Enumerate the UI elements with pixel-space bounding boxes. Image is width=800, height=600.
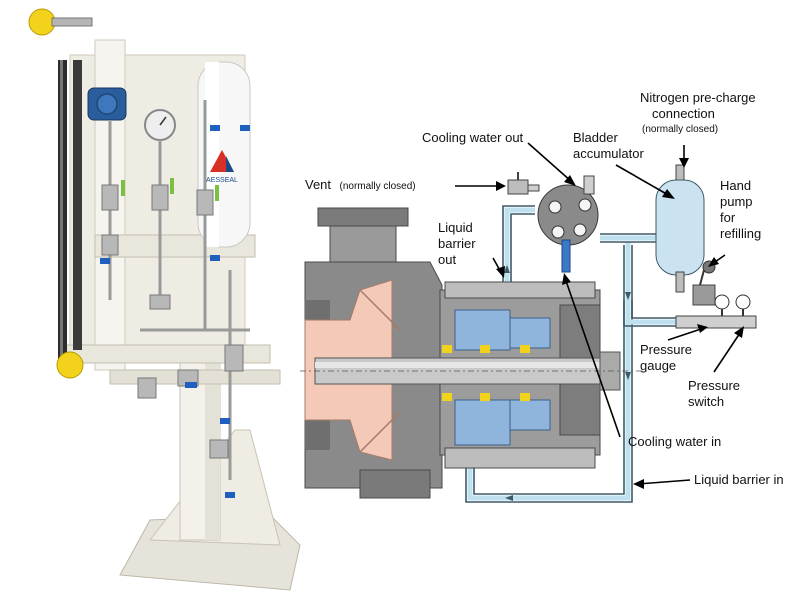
seal-faces xyxy=(442,345,530,401)
callout-arrows xyxy=(455,142,744,489)
label-pressure-gauge-line2: gauge xyxy=(640,358,676,373)
photo-valves xyxy=(101,184,244,459)
label-hand-pump-line4: refilling xyxy=(720,226,761,241)
label-vent-note: (normally closed) xyxy=(339,181,415,192)
flow-direction-arrows xyxy=(504,265,631,501)
photo-blue-valve-handles xyxy=(100,125,250,498)
label-pressure-switch-line1: Pressure xyxy=(688,378,740,393)
label-hand-pump-line1: Hand xyxy=(720,178,751,193)
level-column-right xyxy=(73,60,82,350)
label-nitrogen-line1: Nitrogen pre-charge xyxy=(640,90,756,105)
vent-valve xyxy=(507,172,529,195)
label-hand-pump-line2: pump xyxy=(720,194,753,209)
label-bladder-accumulator-line1: Bladder xyxy=(573,130,618,145)
yellow-valve-handwheel-top xyxy=(28,8,56,36)
label-nitrogen-line2: connection xyxy=(652,106,715,121)
manifold-disc xyxy=(524,175,599,273)
pressure-gauge-dial xyxy=(714,294,730,310)
label-vent-text: Vent xyxy=(305,177,331,192)
pressure-switch-dial xyxy=(735,294,751,310)
pump-seal-diagram xyxy=(300,145,757,503)
label-pressure-switch-line2: switch xyxy=(688,394,724,409)
label-nitrogen-note: (normally closed) xyxy=(642,124,718,135)
label-liquid-barrier-out-line1: Liquid xyxy=(438,220,473,235)
label-cooling-water-out: Cooling water out xyxy=(422,130,524,145)
label-bladder-accumulator-line2: accumulator xyxy=(573,146,644,161)
seal-support-unit-photo: AESSEAL xyxy=(28,8,301,591)
label-vent: Vent (normally closed) xyxy=(305,176,416,193)
cooling-water-circuit xyxy=(465,205,680,503)
photo-green-tags xyxy=(121,178,219,201)
label-liquid-barrier-out-line3: out xyxy=(438,252,456,267)
label-cooling-water-in: Cooling water in xyxy=(628,434,721,449)
label-pressure-gauge-line1: Pressure xyxy=(640,342,692,357)
pump-casing xyxy=(304,207,443,499)
label-hand-pump-line3: for xyxy=(720,210,736,225)
label-liquid-barrier-out-line2: barrier xyxy=(438,236,476,251)
aesseal-logo-text: AESSEAL xyxy=(206,177,238,184)
yellow-valve-handwheel-bottom xyxy=(56,351,84,379)
instrument-manifold xyxy=(675,294,757,329)
label-liquid-barrier-in: Liquid barrier in xyxy=(694,472,784,487)
diagram-labels: Cooling water out Bladder accumulator Ni… xyxy=(305,90,784,487)
bladder-accumulator xyxy=(655,164,705,293)
